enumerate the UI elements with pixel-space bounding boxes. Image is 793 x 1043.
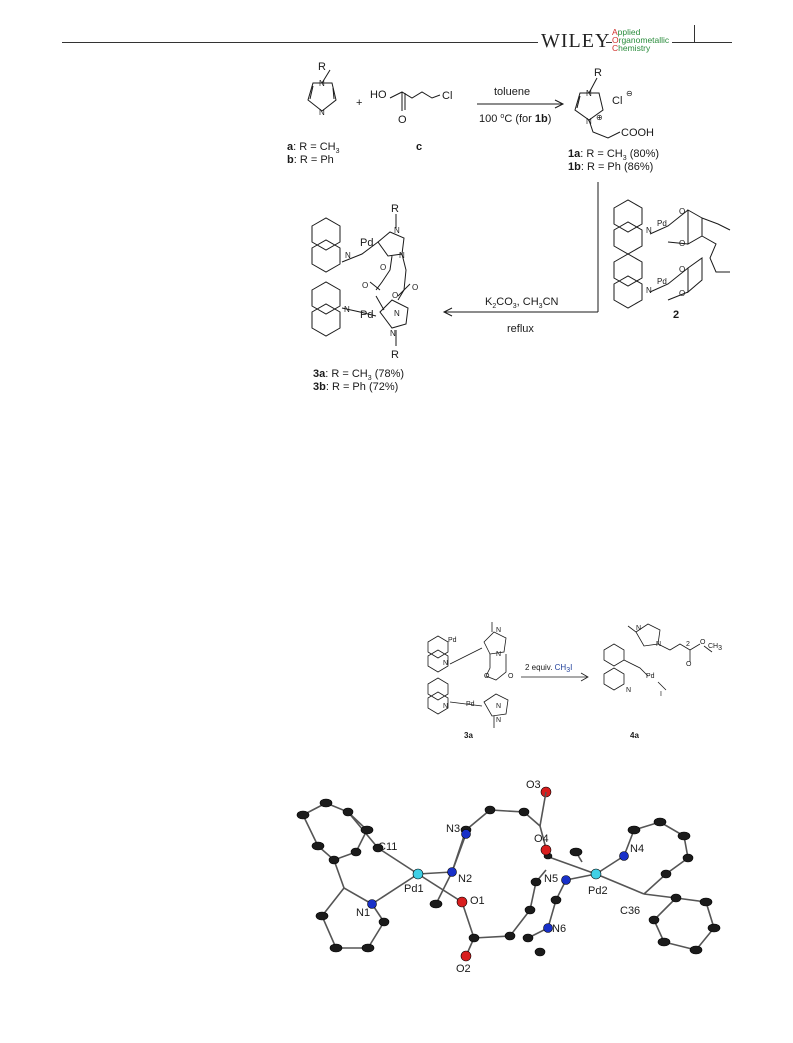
p3-r-top: R (391, 203, 399, 215)
atom-n6: N6 (552, 923, 566, 935)
dimer-o-2: O (679, 239, 685, 248)
product-minus: ⊖ (626, 89, 633, 98)
label-3a: 3a: R = CH3 (78%) (313, 368, 404, 382)
acid-ho: HO (370, 89, 387, 101)
product-cooh: COOH (621, 127, 654, 139)
s2-4a-o2: O (700, 639, 706, 646)
dimer-n-upper: N (646, 226, 652, 235)
reagent-temp: 100 oC (for 1b) (479, 113, 551, 125)
label-1b: 1b: R = Ph (86%) (568, 161, 653, 173)
label-3b: 3b: R = Ph (72%) (313, 381, 398, 393)
s2-n-ppy-bottom: N (443, 703, 448, 710)
s2-4a-n-ppy: N (626, 687, 631, 694)
s2-n-ppy-top: N (443, 660, 448, 667)
label-1a: 1a: R = CH3 (80%) (568, 148, 659, 162)
s2-o-2: O (508, 673, 514, 680)
product-n3: N (586, 117, 592, 126)
reactant-n3: N (319, 108, 325, 117)
p3-n-bot1: N (394, 309, 400, 318)
atom-o1: O1 (470, 895, 485, 907)
atom-o4: O4 (534, 833, 549, 845)
ortep-structure: C11 Pd1 N1 N2 N3 O1 O2 O3 O4 N4 N5 Pd2 C… (296, 779, 721, 975)
dimer-o-4: O (679, 289, 685, 298)
s2-4a-i: I (660, 691, 662, 698)
header-tick (694, 25, 695, 43)
p3-n-bot2: N (390, 329, 396, 338)
label-b: b: R = Ph (287, 154, 334, 166)
atom-n4: N4 (630, 843, 644, 855)
s2-4a-chain-sub: 2 (686, 641, 690, 648)
p3-n-ppy-bottom: N (344, 305, 350, 314)
s2-n-top2: N (496, 651, 501, 658)
atom-n1: N1 (356, 907, 370, 919)
scheme-1: R N N + HO O Cl a: R = CH3 b: R = Ph c t… (287, 61, 731, 393)
atom-n5: N5 (544, 873, 558, 885)
p3-pd-bottom: Pd (360, 309, 373, 321)
s2-4a-ch3: CH3 (708, 643, 722, 652)
atom-o2: O2 (456, 963, 471, 975)
atom-o3: O3 (526, 779, 541, 791)
header-rule-left (62, 42, 538, 43)
s2-4a-pd: Pd (646, 673, 655, 680)
p3-n-ppy-top: N (345, 251, 351, 260)
dimer-pd-upper: Pd (657, 219, 667, 228)
scheme-2: Pd N N N O O N Pd N N 2 equiv. CH3I 3a 4… (427, 622, 722, 740)
s2-4a-n1: N (636, 625, 641, 632)
reagent-toluene: toluene (494, 86, 530, 98)
dimer-o-1: O (679, 207, 685, 216)
header-rule-right (672, 42, 732, 43)
atom-c36: C36 (620, 905, 640, 917)
s2-n-bot1: N (496, 703, 501, 710)
s2-4a-o1: O (686, 661, 692, 668)
atom-n3: N3 (446, 823, 460, 835)
product-cl: Cl (612, 95, 622, 107)
product-n1: N (586, 89, 592, 98)
dimer-n-lower: N (646, 286, 652, 295)
header-rule-mid (606, 42, 612, 43)
label-a: a: R = CH3 (287, 141, 340, 155)
p3-n-top1: N (394, 226, 400, 235)
s2-label-3a: 3a (464, 731, 473, 740)
s2-pd-bottom: Pd (466, 701, 475, 708)
p3-r-bottom: R (391, 349, 399, 361)
s2-n-bot2: N (496, 717, 501, 724)
atom-c11: C11 (378, 841, 397, 853)
product-r: R (594, 67, 602, 79)
plus-sign: + (356, 97, 362, 109)
s2-4a-n2: N (656, 641, 661, 648)
s2-pd-top: Pd (448, 637, 457, 644)
p3-o-1: O (380, 263, 386, 272)
p3-o-4: O (412, 283, 418, 292)
acid-cl: Cl (442, 90, 452, 102)
reactant-r: R (318, 61, 326, 73)
reagent-reflux: reflux (507, 323, 534, 335)
s2-o-1: O (484, 673, 490, 680)
dimer-o-3: O (679, 265, 685, 274)
s2-reagent: 2 equiv. CH3I (525, 663, 572, 674)
dimer-pd-lower: Pd (657, 277, 667, 286)
p3-o-3: O (392, 291, 398, 300)
p3-o-2: O (362, 281, 368, 290)
product-plus: ⊕ (596, 113, 603, 122)
p3-n-top2: N (399, 251, 405, 260)
atom-pd1: Pd1 (404, 883, 424, 895)
reactant-n1: N (319, 79, 325, 88)
atom-n2: N2 (458, 873, 472, 885)
reagent-k2co3: K2CO3, CH3CN (485, 296, 559, 310)
s2-n-top: N (496, 627, 501, 634)
atom-pd2: Pd2 (588, 885, 608, 897)
label-2: 2 (673, 309, 679, 321)
label-c: c (416, 141, 422, 153)
acid-o: O (398, 114, 407, 126)
p3-pd-top: Pd (360, 237, 373, 249)
s2-label-4a: 4a (630, 731, 639, 740)
journal-logo: Applied Organometallic Chemistry (612, 27, 670, 53)
publisher-logo: WILEY (541, 30, 611, 52)
